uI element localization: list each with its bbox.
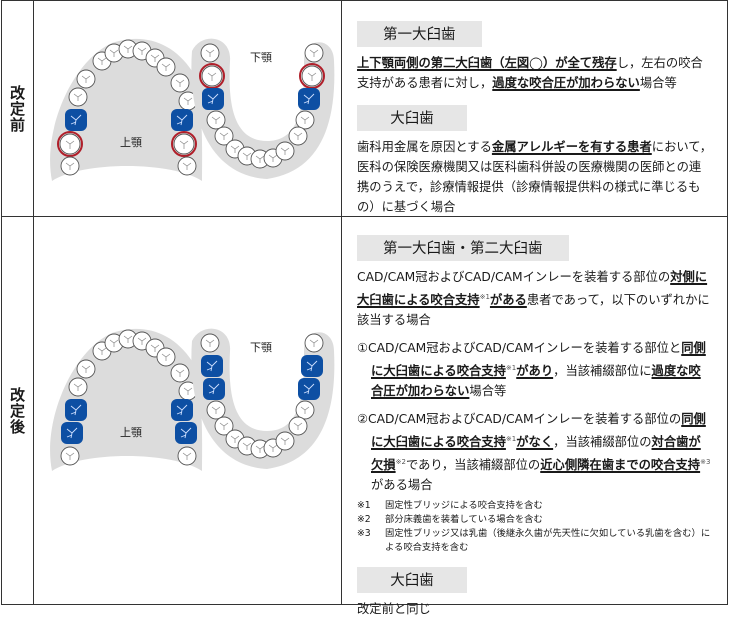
- upper-jaw-label: 上顎: [120, 136, 142, 149]
- upper-jaw: 上顎: [50, 328, 203, 471]
- lower-jaw: 下顎: [191, 328, 335, 469]
- section-heading-molar-after: 大臼歯: [357, 567, 467, 594]
- molar-after-text: 改定前と同じ: [357, 602, 431, 617]
- section-heading-first-second-molar: 第一大臼歯・第二大臼歯: [357, 235, 569, 261]
- before-text-cell: 第一大臼歯 上下顎両側の第二大臼歯（左図◯）が全て残存し，左右の咬合支持がある患…: [343, 21, 727, 217]
- upper-jaw: 上顎: [50, 38, 203, 181]
- row-label-after: 改定後: [8, 387, 26, 435]
- lower-jaw: 下顎: [191, 38, 335, 179]
- column-divider-1: [33, 1, 34, 604]
- row-divider: [2, 216, 727, 217]
- section-heading-first-molar: 第一大臼歯: [357, 21, 482, 47]
- row-label-before: 改定前: [8, 84, 26, 133]
- after-text-cell: 第一大臼歯・第二大臼歯 CAD/CAM冠およびCAD/CAMインレーを装着する部…: [343, 235, 727, 619]
- condition-item-1: ①CAD/CAM冠およびCAD/CAMインレーを装着する部位と同側に大臼歯による…: [357, 341, 706, 399]
- first-molar-condition: 上下顎両側の第二大臼歯（左図◯）が全て残存し，左右の咬合支持がある患者に対し，過…: [357, 56, 703, 90]
- upper-jaw-label: 上顎: [120, 426, 142, 439]
- dental-diagram-before: 上顎 下顎: [50, 38, 335, 181]
- section-heading-molar: 大臼歯: [357, 105, 467, 131]
- dental-diagram-after: 上顎 下顎: [50, 328, 335, 471]
- column-divider-2: [341, 1, 342, 604]
- intro-condition: CAD/CAM冠およびCAD/CAMインレーを装着する部位の対側に大臼歯による咬…: [357, 270, 710, 328]
- lower-jaw-label: 下顎: [250, 341, 272, 354]
- lower-jaw-label: 下顎: [250, 51, 272, 64]
- molar-condition: 歯科用金属を原因とする金属アレルギーを有する患者において，医科の保険医療機関又は…: [357, 140, 713, 214]
- condition-item-2: ②CAD/CAM冠およびCAD/CAMインレーを装着する部位の同側に大臼歯による…: [357, 412, 711, 493]
